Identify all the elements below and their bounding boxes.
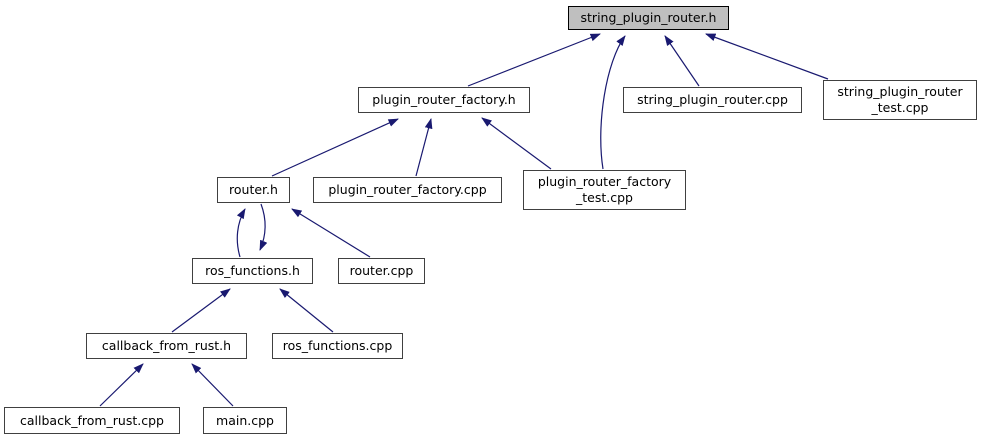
graph-node-label: plugin_router_factory <box>537 174 672 189</box>
edge-plugin_router_factory_test_cpp-to-string_plugin_router_h <box>600 35 626 170</box>
edge-router_cpp-to-router_h <box>291 208 371 258</box>
graph-node-label: ros_functions.cpp <box>282 338 393 353</box>
graph-node-label: router.h <box>229 182 278 197</box>
graph-node-label: main.cpp <box>216 412 274 428</box>
edge-main_cpp-to-callback_from_rust_h <box>191 363 234 407</box>
edge-router_h-to-ros_functions_h <box>259 203 268 251</box>
graph-node-main_cpp[interactable]: main.cpp <box>203 407 287 434</box>
graph-node-router_cpp[interactable]: router.cpp <box>338 258 425 284</box>
edge-callback_from_rust_h-to-ros_functions_h <box>171 288 231 333</box>
edge-router_h-to-plugin_router_factory_h <box>271 118 399 177</box>
graph-node-plugin_router_factory_test_cpp[interactable]: plugin_router_factory_test.cpp <box>523 170 686 210</box>
edge-ros_functions_h-to-router_h <box>236 208 246 258</box>
graph-node-plugin_router_factory_cpp[interactable]: plugin_router_factory.cpp <box>313 177 502 203</box>
edge-ros_functions_cpp-to-ros_functions_h <box>279 288 334 333</box>
edge-string_plugin_router_cpp-to-string_plugin_router_h <box>664 35 700 87</box>
edge-callback_from_rust_cpp-to-callback_from_rust_h <box>99 363 144 407</box>
edge-string_plugin_router_test_cpp-to-string_plugin_router_h <box>705 33 829 80</box>
graph-node-label: _test.cpp <box>871 100 929 115</box>
graph-node-ros_functions_cpp[interactable]: ros_functions.cpp <box>272 333 403 359</box>
edge-plugin_router_factory_cpp-to-plugin_router_factory_h <box>415 118 433 177</box>
graph-node-label: string_plugin_router <box>837 84 963 99</box>
graph-node-label: plugin_router_factory.cpp <box>328 182 487 197</box>
graph-node-label: router.cpp <box>349 263 414 278</box>
graph-node-string_plugin_router_h[interactable]: string_plugin_router.h <box>568 6 729 30</box>
graph-node-label: callback_from_rust.h <box>101 338 232 353</box>
graph-node-string_plugin_router_test_cpp[interactable]: string_plugin_router_test.cpp <box>823 80 977 120</box>
graph-node-router_h[interactable]: router.h <box>217 177 290 203</box>
graph-node-label: string_plugin_router.cpp <box>637 92 788 107</box>
graph-node-callback_from_rust_h[interactable]: callback_from_rust.h <box>86 333 247 359</box>
edge-plugin_router_factory_h-to-string_plugin_router_h <box>467 33 601 87</box>
graph-node-label: callback_from_rust.cpp <box>20 412 164 428</box>
graph-node-label: string_plugin_router.h <box>580 10 717 25</box>
graph-node-string_plugin_router_cpp[interactable]: string_plugin_router.cpp <box>623 87 802 113</box>
graph-node-label: ros_functions.h <box>205 263 300 278</box>
edge-plugin_router_factory_test_cpp-to-plugin_router_factory_h <box>481 117 552 170</box>
graph-node-plugin_router_factory_h[interactable]: plugin_router_factory.h <box>358 87 530 113</box>
graph-node-label: _test.cpp <box>576 190 633 205</box>
graph-node-label: plugin_router_factory.h <box>372 92 516 107</box>
graph-node-ros_functions_h[interactable]: ros_functions.h <box>192 258 313 284</box>
graph-node-callback_from_rust_cpp[interactable]: callback_from_rust.cpp <box>4 407 180 434</box>
